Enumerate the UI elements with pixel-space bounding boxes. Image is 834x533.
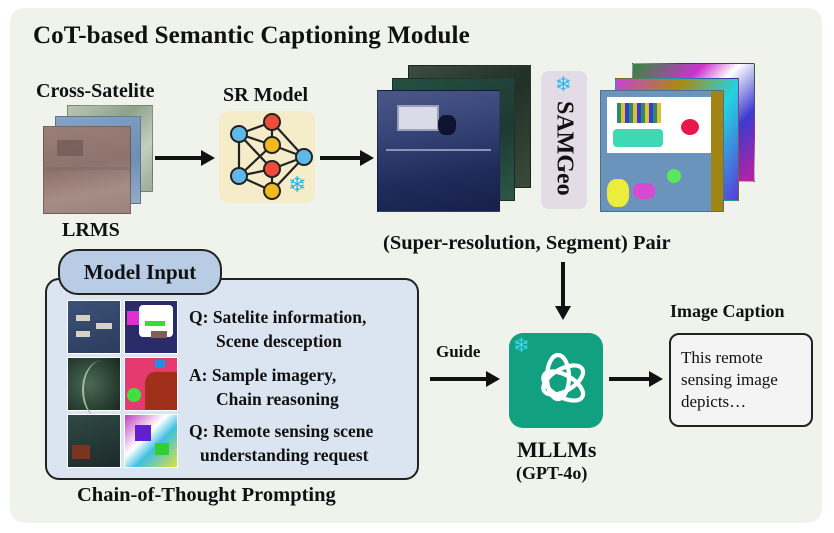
caption-line: sensing image [681,370,778,389]
qa-prefix: Q: [189,307,209,327]
model-input-tab: Model Input [58,249,222,295]
openai-logo-icon [541,352,586,403]
sample-segment-3 [124,414,178,468]
snowflake-icon: ❄ [288,172,307,197]
snowflake-icon: ❄ [555,74,572,96]
qa-text: understanding request [200,445,369,465]
caption-line: This remote [681,348,763,367]
caption-line: depicts… [681,392,747,411]
sample-segment-1 [124,300,178,354]
lrms-label: LRMS [62,219,120,241]
arrow-lrms-to-sr [155,150,215,166]
qa-text: Chain reasoning [216,389,339,409]
sample-image-2 [67,357,121,420]
image-caption-text: This remote sensing image depicts… [681,347,778,413]
neural-network-icon [230,113,313,200]
qa-prefix: A: [189,365,208,385]
qa-text: Scene desception [216,331,342,351]
guide-label: Guide [436,342,481,361]
model-input-box: Q: Satelite information, Scene desceptio… [45,278,419,480]
image-caption-box: This remote sensing image depicts… [669,333,813,427]
sample-segment-2 [124,357,178,411]
sr-model-label: SR Model [223,84,308,106]
mllm-box: ❄ [509,333,603,428]
qa-prefix: Q: [189,421,209,441]
samgeo-label: SAMGeo [551,101,578,196]
mllm-label: MLLMs [517,437,597,462]
cross-satellite-label: Cross-Satelite [36,80,155,102]
module-title: CoT-based Semantic Captioning Module [33,22,470,49]
samgeo-box: ❄ SAMGeo [541,71,587,209]
mllm-sublabel: (GPT-4o) [516,463,588,483]
qa-line-3: Q: Remote sensing scene understanding re… [189,419,373,467]
image-caption-title: Image Caption [670,301,785,321]
sample-image-1 [67,300,121,354]
snowflake-icon: ❄ [513,335,530,357]
qa-text: Remote sensing scene [212,421,374,441]
cot-prompting-label: Chain-of-Thought Prompting [77,484,336,506]
arrow-sr-to-pair [320,150,374,166]
arrow-pair-to-mllm [555,262,571,320]
arrow-guide-to-mllm [430,371,500,387]
pair-label: (Super-resolution, Segment) Pair [383,232,671,254]
qa-line-2: A: Sample imagery, Chain reasoning [189,363,339,411]
sr-model-box: ❄ [219,111,315,203]
satellite-image-front [43,126,131,214]
qa-text: Satelite information, [212,307,367,327]
segment-image-front [600,90,724,212]
qa-text: Sample imagery, [211,365,337,385]
qa-line-1: Q: Satelite information, Scene desceptio… [189,305,366,353]
sr-image-front [377,90,500,212]
sample-image-3 [67,414,121,468]
arrow-mllm-to-caption [609,371,663,387]
